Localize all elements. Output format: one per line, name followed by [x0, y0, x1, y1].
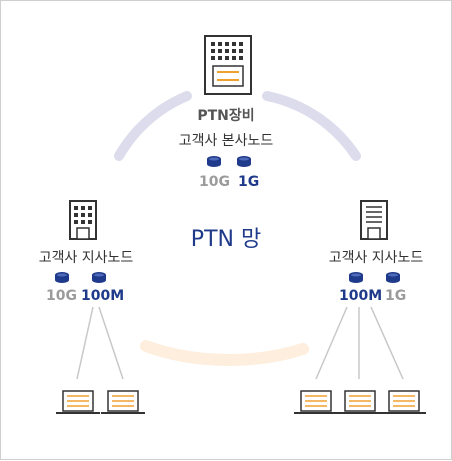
right-link-1 — [315, 306, 348, 380]
left-speed-left: 10G — [46, 288, 77, 304]
left-link-1 — [76, 306, 94, 380]
laptop-icon — [294, 390, 338, 414]
laptop-icon — [101, 390, 145, 414]
right-node-label: 고객사 지사노드 — [328, 250, 424, 266]
hq-db-icon-1 — [207, 156, 221, 167]
laptop-icon — [382, 390, 426, 414]
hq-building-icon — [204, 35, 252, 95]
hq-db-icon-2 — [237, 156, 251, 167]
ring-arc-bottom — [140, 340, 309, 366]
left-node-label: 고객사 지사노드 — [38, 250, 134, 266]
hq-speed-right: 1G — [238, 174, 260, 190]
hq-equipment-label: PTN장비 — [197, 108, 255, 124]
right-db-icon-2 — [386, 272, 400, 283]
hq-node-label: 고객사 본사노드 — [178, 133, 274, 149]
ring-arc-top-right — [262, 91, 361, 161]
left-link-2 — [98, 306, 124, 380]
laptop-icon — [56, 390, 100, 414]
left-building-icon — [69, 200, 97, 240]
right-db-icon-1 — [349, 272, 363, 283]
right-speed-right: 1G — [385, 288, 407, 304]
left-db-icon-1 — [55, 272, 69, 283]
laptop-icon — [338, 390, 382, 414]
hq-speed-left: 10G — [199, 174, 230, 190]
right-link-3 — [370, 306, 404, 380]
network-label: PTN 망 — [190, 227, 262, 252]
right-speed-left: 100M — [339, 288, 383, 304]
left-speed-right: 100M — [81, 288, 125, 304]
left-db-icon-2 — [92, 272, 106, 283]
right-building-icon — [360, 200, 388, 240]
ring-arc-top — [114, 91, 192, 161]
